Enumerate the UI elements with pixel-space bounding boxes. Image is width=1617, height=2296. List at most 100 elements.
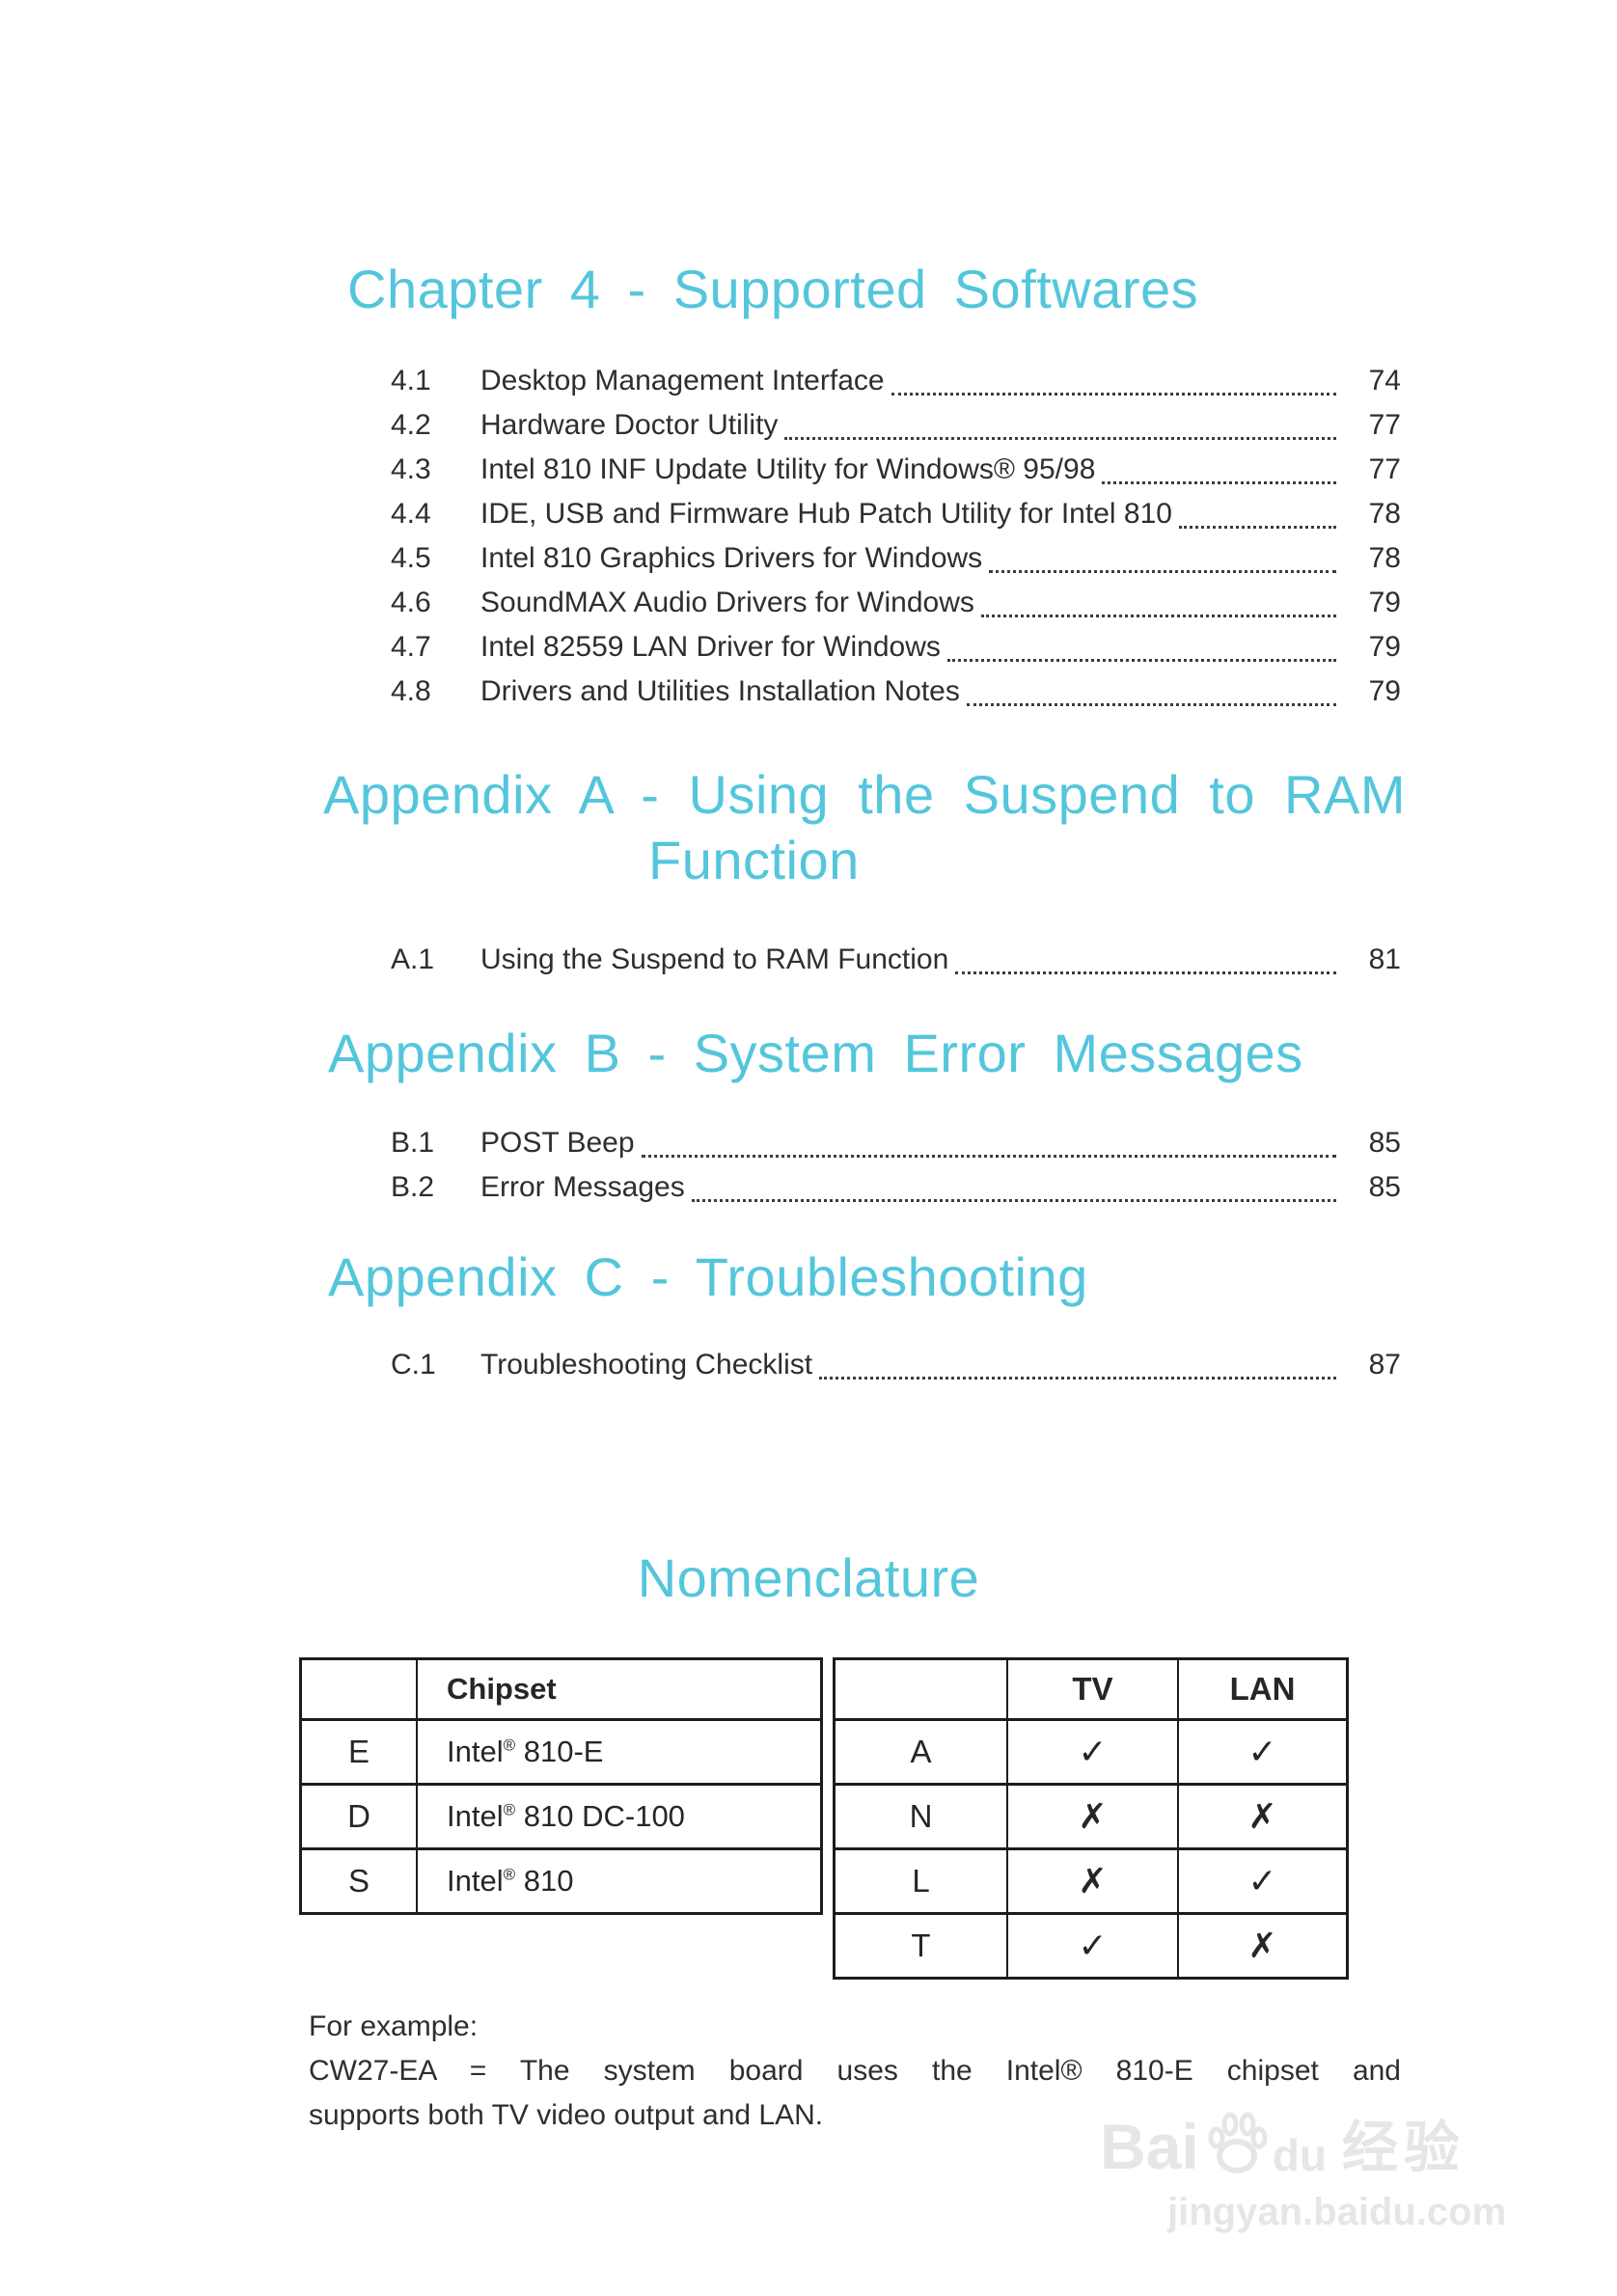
- toc-entry-title: Error Messages: [480, 1171, 685, 1203]
- feature-table: TV LAN A ✓ ✓ N ✗ ✗ L ✗ ✓ T ✓ ✗: [833, 1657, 1349, 1980]
- baidu-logo-text-bai: Bai: [1100, 2111, 1199, 2182]
- chipset-brand: Intel: [447, 1864, 504, 1898]
- example-line-1: For example:: [309, 2010, 479, 2042]
- toc-entry-title: Hardware Doctor Utility: [480, 409, 779, 441]
- table-row: T ✓ ✗: [833, 1912, 1349, 1980]
- chipset-name: Intel® 810-E: [416, 1718, 823, 1786]
- toc-entry-4-8: 4.8 Drivers and Utilities Installation N…: [391, 670, 1401, 714]
- toc-leader-dots: [691, 1199, 1336, 1202]
- toc-entry-title: Drivers and Utilities Installation Notes: [480, 675, 960, 707]
- tv-support-mark: ✗: [1006, 1783, 1179, 1850]
- toc-entry-page: 87: [1368, 1349, 1401, 1380]
- chipset-model: 810-E: [523, 1735, 604, 1768]
- toc-entry-c-1: C.1 Troubleshooting Checklist 87: [391, 1343, 1401, 1387]
- toc-entry-a-1: A.1 Using the Suspend to RAM Function 81: [391, 938, 1401, 982]
- lan-support-mark: ✗: [1177, 1783, 1349, 1850]
- toc-entry-4-2: 4.2 Hardware Doctor Utility 77: [391, 403, 1401, 448]
- table-row: N ✗ ✗: [833, 1783, 1349, 1850]
- toc-entry-4-1: 4.1 Desktop Management Interface 74: [391, 359, 1401, 403]
- toc-leader-dots: [1102, 481, 1336, 484]
- toc-entry-number: 4.8: [391, 675, 431, 707]
- toc-entry-title: Intel 810 INF Update Utility for Windows…: [480, 453, 1096, 485]
- toc-entry-4-3: 4.3 Intel 810 INF Update Utility for Win…: [391, 448, 1401, 492]
- toc-entry-number: 4.2: [391, 409, 431, 441]
- toc-leader-dots: [641, 1155, 1336, 1158]
- toc-entry-title: Desktop Management Interface: [480, 365, 885, 396]
- lan-support-mark: ✗: [1177, 1912, 1349, 1980]
- example-paragraph: For example: CW27-EA = The system board …: [309, 2005, 1401, 2138]
- chapter-4-heading: Chapter 4 - Supported Softwares: [347, 259, 1199, 319]
- feature-table-header-row: TV LAN: [833, 1657, 1349, 1721]
- toc-entry-page: 78: [1368, 498, 1401, 530]
- table-row: S Intel® 810: [299, 1847, 823, 1915]
- chipset-table-corner-cell: [299, 1657, 418, 1721]
- feature-code: N: [833, 1783, 1008, 1850]
- baidu-logo-text-du: du: [1272, 2130, 1327, 2180]
- toc-entry-page: 79: [1368, 675, 1401, 707]
- toc-entry-title: Intel 810 Graphics Drivers for Windows: [480, 542, 983, 574]
- feature-code: L: [833, 1847, 1008, 1915]
- feature-code: T: [833, 1912, 1008, 1980]
- feature-table-corner-cell: [833, 1657, 1008, 1721]
- registered-mark: ®: [503, 1865, 516, 1884]
- chipset-table-header-row: Chipset: [299, 1657, 823, 1721]
- example-line-2: CW27-EA = The system board uses the Inte…: [309, 2055, 1401, 2087]
- appendix-a-heading-line2: Function: [648, 830, 860, 890]
- tv-column-header: TV: [1006, 1657, 1179, 1721]
- chipset-column-header: Chipset: [416, 1657, 823, 1721]
- toc-entry-page: 77: [1368, 409, 1401, 441]
- toc-leader-dots: [980, 615, 1336, 617]
- appendix-a-toc: A.1 Using the Suspend to RAM Function 81: [391, 938, 1401, 982]
- feature-code: A: [833, 1718, 1008, 1786]
- chipset-brand: Intel: [447, 1735, 504, 1768]
- toc-leader-dots: [966, 703, 1336, 706]
- chipset-name: Intel® 810: [416, 1847, 823, 1915]
- toc-entry-number: B.2: [391, 1171, 435, 1203]
- toc-leader-dots: [989, 570, 1336, 573]
- toc-leader-dots: [784, 437, 1336, 440]
- toc-entry-4-4: 4.4 IDE, USB and Firmware Hub Patch Util…: [391, 492, 1401, 536]
- toc-entry-title: IDE, USB and Firmware Hub Patch Utility …: [480, 498, 1172, 530]
- appendix-a-heading-line1: Appendix A - Using the Suspend to RAM: [323, 764, 1406, 825]
- baidu-watermark: Bai du 经验 jingyan.baidu.com: [1100, 2111, 1506, 2234]
- toc-entry-number: A.1: [391, 943, 435, 975]
- chipset-brand: Intel: [447, 1799, 504, 1833]
- toc-entry-title: Intel 82559 LAN Driver for Windows: [480, 631, 941, 663]
- appendix-b-heading: Appendix B - System Error Messages: [328, 1023, 1303, 1083]
- toc-leader-dots: [819, 1377, 1336, 1380]
- baidu-jingyan-cjk-text: 经验: [1341, 2117, 1466, 2179]
- toc-entry-number: 4.7: [391, 631, 431, 663]
- toc-entry-4-6: 4.6 SoundMAX Audio Drivers for Windows 7…: [391, 581, 1401, 625]
- table-row: A ✓ ✓: [833, 1718, 1349, 1786]
- chipset-code: D: [299, 1783, 418, 1850]
- toc-entry-title: POST Beep: [480, 1127, 635, 1159]
- toc-entry-number: 4.6: [391, 587, 431, 618]
- paw-icon: [1208, 2112, 1268, 2173]
- nomenclature-heading: Nomenclature: [637, 1547, 980, 1608]
- chipset-model: 810: [523, 1864, 574, 1898]
- baidu-watermark-url: jingyan.baidu.com: [1167, 2191, 1507, 2233]
- toc-entry-page: 85: [1368, 1171, 1401, 1203]
- toc-entry-4-7: 4.7 Intel 82559 LAN Driver for Windows 7…: [391, 625, 1401, 670]
- registered-mark: ®: [503, 1800, 516, 1819]
- toc-entry-page: 74: [1368, 365, 1401, 396]
- lan-support-mark: ✓: [1177, 1847, 1349, 1915]
- toc-entry-page: 78: [1368, 542, 1401, 574]
- lan-column-header: LAN: [1177, 1657, 1349, 1721]
- toc-entry-page: 85: [1368, 1127, 1401, 1159]
- toc-leader-dots: [946, 659, 1336, 662]
- table-row: E Intel® 810-E: [299, 1718, 823, 1786]
- toc-entry-number: C.1: [391, 1349, 436, 1380]
- table-row: D Intel® 810 DC-100: [299, 1783, 823, 1850]
- toc-leader-dots: [1178, 526, 1336, 529]
- tv-support-mark: ✗: [1006, 1847, 1179, 1915]
- appendix-c-heading: Appendix C - Troubleshooting: [328, 1246, 1088, 1307]
- chipset-model: 810 DC-100: [523, 1799, 685, 1833]
- lan-support-mark: ✓: [1177, 1718, 1349, 1786]
- registered-mark: ®: [503, 1736, 516, 1755]
- toc-leader-dots: [955, 971, 1336, 974]
- toc-entry-page: 79: [1368, 587, 1401, 618]
- chapter-4-toc: 4.1 Desktop Management Interface 74 4.2 …: [391, 359, 1401, 714]
- toc-entry-title: SoundMAX Audio Drivers for Windows: [480, 587, 974, 618]
- appendix-c-toc: C.1 Troubleshooting Checklist 87: [391, 1343, 1401, 1387]
